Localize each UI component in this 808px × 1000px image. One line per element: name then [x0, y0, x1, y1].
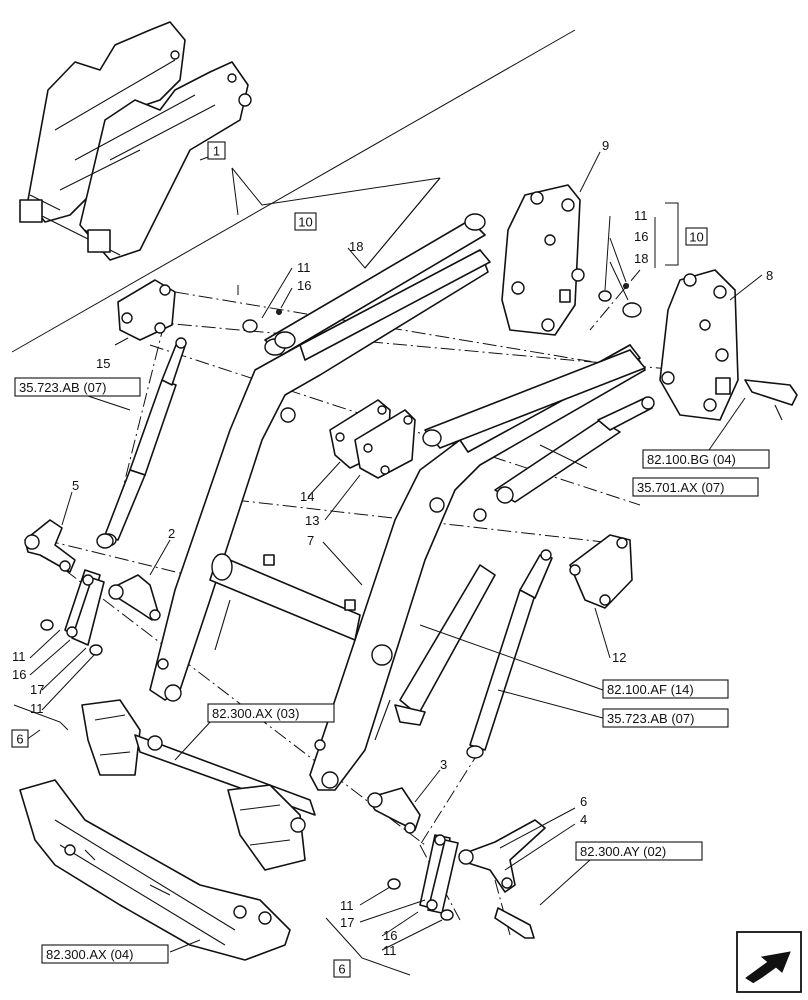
callout-leaders [13, 151, 763, 976]
callout-11-upper-right: 11 [634, 208, 648, 223]
next-page-arrow-icon[interactable] [736, 931, 802, 993]
callout-12: 12 [612, 650, 626, 665]
svg-text:82.300.AX (03): 82.300.AX (03) [212, 706, 299, 721]
right-lift-cylinder [466, 549, 553, 759]
svg-text:82.300.AX (04): 82.300.AX (04) [46, 947, 133, 962]
svg-text:35.723.AB (07): 35.723.AB (07) [19, 380, 106, 395]
boxed-callout-10-top: 10 [294, 212, 317, 231]
tilt-tube [422, 349, 646, 449]
callout-11-lower-b: 11 [383, 943, 397, 958]
bracket-12 [569, 534, 633, 609]
callout-6-right: 6 [580, 794, 587, 809]
right-link-set [367, 787, 546, 939]
callout-17-lower: 17 [340, 915, 354, 930]
loader-overview-thumbnail [19, 21, 252, 261]
bracket-15 [117, 279, 176, 341]
ref-35-701-ax[interactable]: 35.701.AX (07) [632, 477, 759, 497]
locking-pin [744, 379, 798, 421]
ref-82-300-ax-03[interactable]: 82.300.AX (03) [207, 703, 335, 723]
svg-text:6: 6 [16, 732, 23, 747]
boxed-callout-6-left: 6 [11, 729, 29, 748]
callout-17-left: 17 [30, 682, 44, 697]
tilt-cylinder [494, 396, 655, 504]
callout-16-upper-right: 16 [634, 229, 648, 244]
ref-82-100-bg[interactable]: 82.100.BG (04) [642, 449, 770, 469]
svg-text:35.723.AB (07): 35.723.AB (07) [607, 711, 694, 726]
boxed-callout-6-bottom: 6 [333, 959, 351, 978]
upper-bushings [242, 283, 642, 349]
callout-18-left: 18 [349, 239, 363, 254]
svg-text:10: 10 [689, 230, 703, 245]
callout-11-lower-a: 11 [340, 898, 354, 913]
callout-16-lower: 16 [383, 928, 397, 943]
boxed-callout-10-right: 10 [685, 227, 708, 246]
subframe-lower [19, 779, 291, 961]
ref-82-300-ax-04[interactable]: 82.300.AX (04) [41, 944, 169, 964]
callout-4: 4 [580, 812, 587, 827]
callout-16-left: 16 [12, 667, 26, 682]
callout-16-upper-left: 16 [297, 278, 311, 293]
ref-82-100-af[interactable]: 82.100.AF (14) [602, 679, 729, 699]
callout-1: 1 [213, 144, 220, 159]
callout-9: 9 [602, 138, 609, 153]
callout-2: 2 [168, 526, 175, 541]
callout-11-upper-left: 11 [297, 260, 311, 275]
hose-guard [394, 564, 496, 726]
callout-14: 14 [300, 489, 314, 504]
svg-text:82.300.AY (02): 82.300.AY (02) [580, 844, 666, 859]
callout-13: 13 [305, 513, 319, 528]
left-lift-cylinder [99, 337, 187, 547]
ref-82-300-ay[interactable]: 82.300.AY (02) [575, 841, 703, 861]
callout-3: 3 [440, 757, 447, 772]
separator-line [11, 29, 576, 353]
callout-15: 15 [96, 356, 110, 371]
callout-5: 5 [72, 478, 79, 493]
callout-8: 8 [766, 268, 773, 283]
svg-text:82.100.AF (14): 82.100.AF (14) [607, 682, 694, 697]
callout-labels: 9 8 11 16 18 11 16 18 15 5 2 14 13 7 12 … [12, 138, 773, 958]
callout-7: 7 [307, 533, 314, 548]
svg-text:82.100.BG (04): 82.100.BG (04) [647, 452, 736, 467]
svg-text:6: 6 [338, 962, 345, 977]
svg-text:35.701.AX (07): 35.701.AX (07) [637, 480, 724, 495]
callout-18-right: 18 [634, 251, 648, 266]
ref-35-723-ab-top[interactable]: 35.723.AB (07) [14, 377, 141, 397]
svg-text:10: 10 [298, 215, 312, 230]
mount-plate-9 [501, 184, 585, 336]
callout-11-left-a: 11 [12, 649, 26, 664]
link-bracket-pair [329, 399, 416, 479]
left-link-set [24, 519, 161, 656]
callout-11-left-b: 11 [30, 701, 44, 716]
mount-plate-8 [659, 269, 739, 421]
ref-35-723-ab-bottom[interactable]: 35.723.AB (07) [602, 708, 729, 728]
